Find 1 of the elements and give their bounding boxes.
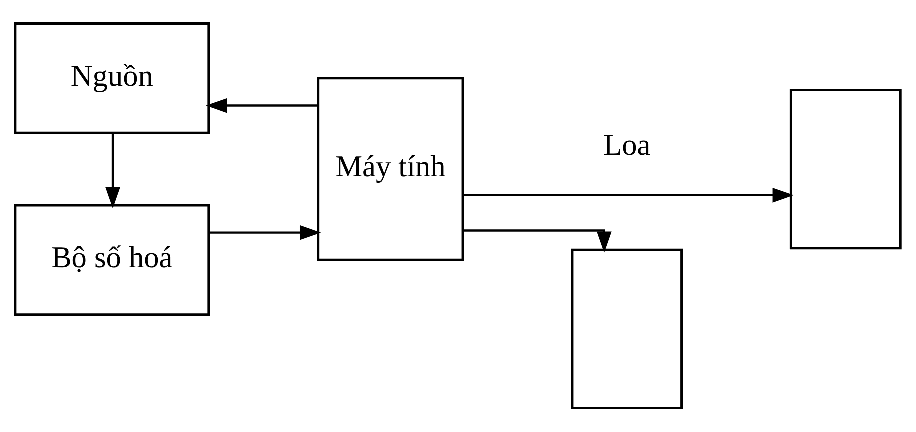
label: Loa (604, 128, 651, 162)
